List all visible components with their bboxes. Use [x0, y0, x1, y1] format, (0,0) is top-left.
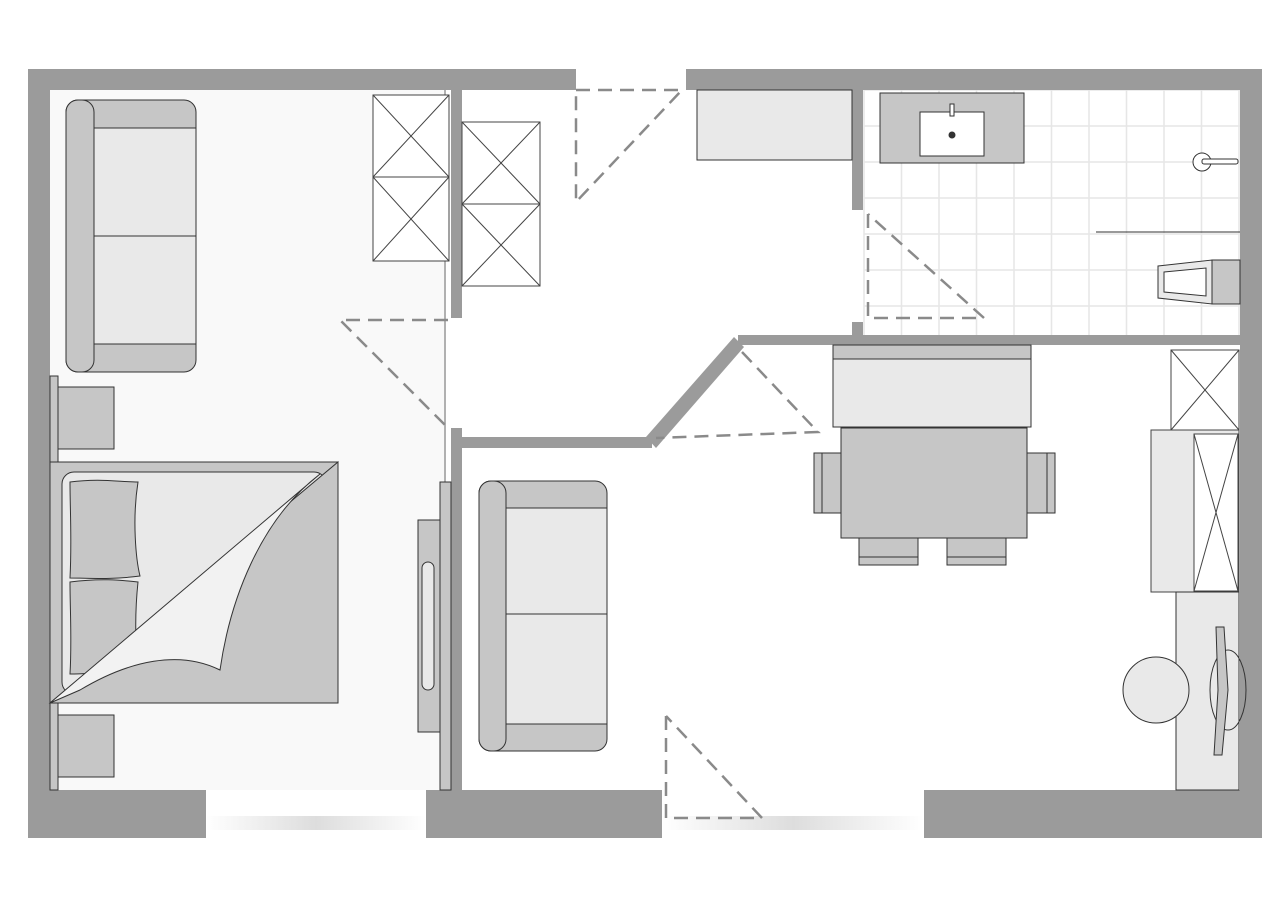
door-bathroom[interactable]: [866, 213, 988, 320]
tv-unit: [417, 481, 452, 791]
bedroom-sofa: [65, 99, 197, 373]
door-balcony[interactable]: [664, 715, 765, 820]
door-kitchen[interactable]: [655, 351, 821, 440]
door-entry[interactable]: [574, 88, 685, 206]
toilet: [1157, 259, 1241, 305]
desk: [1122, 591, 1247, 791]
kitchen-cabinets: [1150, 349, 1240, 593]
desk-chair: [1122, 656, 1190, 724]
window-living: [662, 816, 924, 830]
bathroom-sink: [879, 92, 1025, 164]
bed: [48, 460, 339, 704]
window-bedroom: [206, 816, 426, 830]
hall-cabinet: [696, 89, 853, 161]
kitchen-counter: [832, 344, 1032, 428]
dining-table: [813, 427, 1056, 566]
living-sofa: [478, 480, 608, 752]
door-swings: [336, 88, 988, 820]
door-bedroom[interactable]: [336, 318, 449, 429]
bedroom-wardrobe: [372, 94, 450, 262]
hall-wardrobe: [461, 121, 541, 287]
walls: [28, 69, 1262, 838]
shower-tap: [1192, 152, 1239, 172]
